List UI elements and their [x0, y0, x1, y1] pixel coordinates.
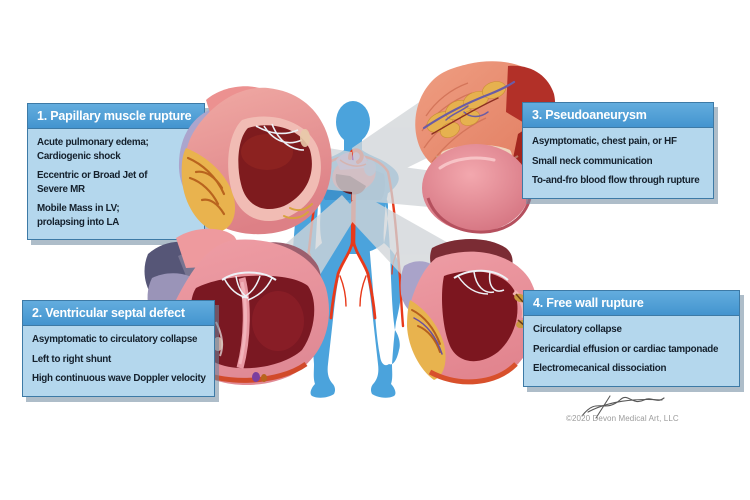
panel-3-bullet-3: To-and-fro blood flow through rupture — [532, 175, 700, 187]
chordae-tendineae — [255, 123, 305, 151]
panel-3-body: Asymptomatic, chest pain, or HF Small ne… — [523, 128, 713, 198]
free-wall-rupture-heart-illustration — [400, 239, 539, 385]
panel-3-title: 3. Pseudoaneurysm — [523, 103, 713, 128]
chordae-tendineae — [221, 271, 277, 301]
artist-signature — [581, 395, 665, 419]
panel-ventricular-septal-defect: 2. Ventricular septal defect Asymptomati… — [22, 300, 215, 397]
panel-4-body: Circulatory collapse Pericardial effusio… — [524, 316, 739, 386]
panel-1-bullet-2: Eccentric or Broad Jet of Severe MR — [37, 170, 148, 195]
panel-4-bullet-1: Circulatory collapse — [533, 324, 622, 335]
panel-4-bullet-3: Electromecanical dissociation — [533, 363, 667, 375]
chordae-tendineae — [453, 269, 509, 295]
panel-4-title: 4. Free wall rupture — [524, 291, 739, 316]
panel-2-body: Asymptomatic to circulatory collapse Lef… — [23, 326, 214, 396]
copyright-credit: ©2020 Devon Medical Art, LLC — [566, 414, 679, 423]
panel-4-bullet-2: Pericardial effusion or cardiac tamponad… — [533, 343, 719, 355]
papillary-rupture-heart-illustration — [178, 86, 332, 235]
ray-right-horizontal — [352, 160, 440, 208]
panel-2-bullet-1: Asymptomatic to circulatory collapse — [32, 334, 198, 345]
panel-2-bullet-2: Left to right shunt — [32, 353, 112, 365]
panel-3-bullet-2: Small neck communication — [532, 155, 653, 167]
panel-pseudoaneurysm: 3. Pseudoaneurysm Asymptomatic, chest pa… — [522, 102, 714, 199]
coronary-vessels — [186, 156, 226, 216]
pseudoaneurysm-sac — [422, 144, 530, 232]
panel-2-bullet-3: High continuous wave Doppler velocity — [32, 373, 206, 385]
panel-papillary-muscle-rupture: 1. Papillary muscle rupture Acute pulmon… — [27, 103, 205, 241]
figure-head — [336, 101, 370, 143]
panel-2-title: 2. Ventricular septal defect — [23, 301, 214, 326]
pseudoaneurysm-heart-illustration — [415, 61, 556, 234]
panel-free-wall-rupture: 4. Free wall rupture Circulatory collaps… — [523, 290, 740, 387]
panel-1-body: Acute pulmonary edema; Cardiogenic shock… — [28, 129, 204, 239]
panel-3-bullet-1: Asymptomatic, chest pain, or HF — [532, 136, 677, 147]
septal-defect-marker — [252, 372, 260, 382]
panel-1-bullet-3: Mobile Mass in LV; prolapsing into LA — [37, 203, 120, 228]
panel-1-title: 1. Papillary muscle rupture — [28, 104, 204, 129]
panel-1-bullet-1: Acute pulmonary edema; Cardiogenic shock — [37, 137, 149, 162]
